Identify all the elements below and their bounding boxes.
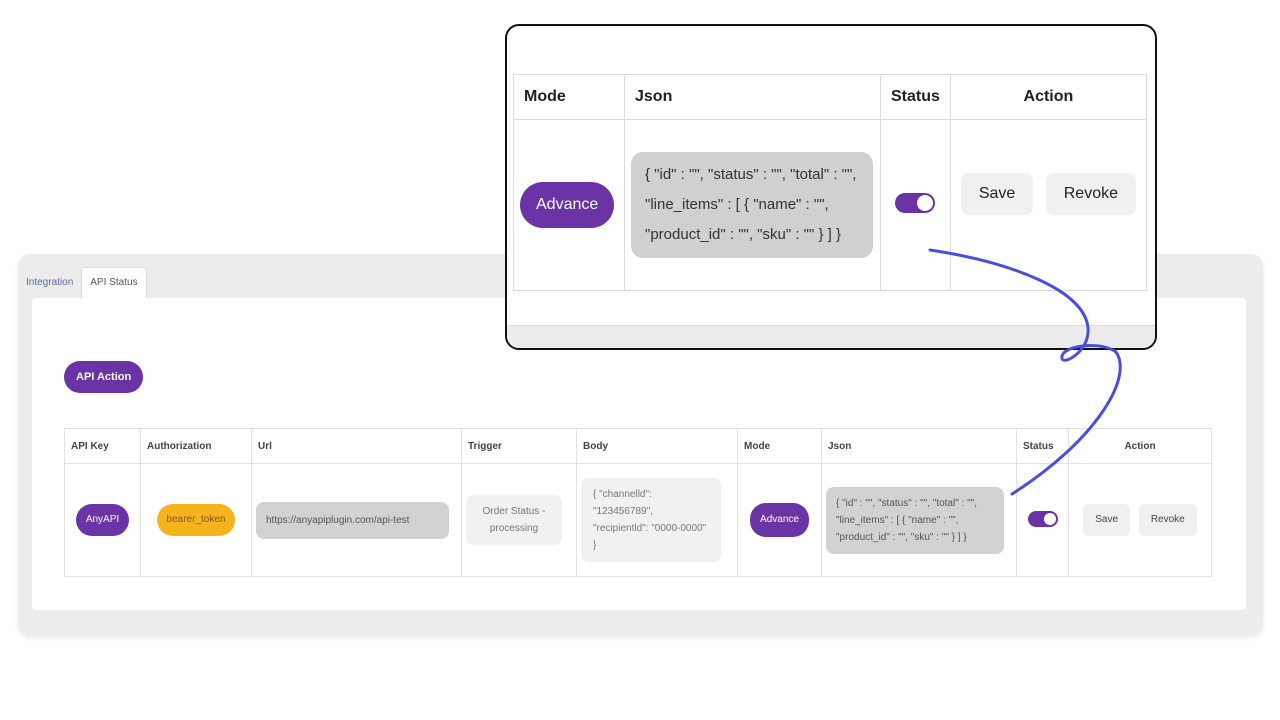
cell-url: https://anyapiplugin.com/api-test [251,463,462,577]
status-toggle[interactable] [1027,510,1058,527]
header-body: Body [576,428,738,464]
api-action-button[interactable]: API Action [64,361,144,393]
header-url: Url [251,428,462,464]
cell-api-key: AnyAPI [64,463,141,577]
revoke-button[interactable]: Revoke [1138,504,1197,536]
tab-integration[interactable]: Integration [26,277,74,288]
mode-button[interactable]: Advance [750,503,809,537]
cell-body: { "channelld": "123456789", "recipientld… [576,463,738,577]
cell-authorization: bearer_token [140,463,252,577]
cell-status [1016,463,1069,577]
zoom-revoke-button[interactable]: Revoke [1045,173,1136,215]
zoom-bottom-strip [507,325,1155,348]
header-authorization: Authorization [140,428,252,464]
zoom-table-row: Advance { "id" : "", "status" : "", "tot… [513,119,1147,291]
zoom-mode-button[interactable]: Advance [520,182,615,228]
cell-action: Save Revoke [1068,463,1212,577]
zoom-cell-action: Save Revoke [949,119,1147,291]
zoom-cell-mode: Advance [513,119,625,291]
zoom-cell-json: { "id" : "", "status" : "", "total" : ""… [624,119,881,291]
api-table: API Key Authorization Url Trigger Body M… [64,428,1212,577]
zoom-header-mode: Mode [513,74,625,120]
save-button[interactable]: Save [1083,504,1131,536]
api-key-badge[interactable]: AnyAPI [75,504,130,536]
tab-api-status[interactable]: API Status [81,267,147,298]
zoom-table: Mode Json Status Action Advance { "id" :… [513,74,1147,291]
zoom-callout: Mode Json Status Action Advance { "id" :… [505,24,1157,350]
url-value: https://anyapiplugin.com/api-test [256,501,449,539]
tab-bar: Integration API Status [18,262,147,298]
cell-trigger: Order Status - processing [461,463,577,577]
header-json: Json [821,428,1017,464]
trigger-value: Order Status - processing [466,495,562,545]
json-value: { "id" : "", "status" : "", "total" : ""… [826,486,1004,554]
cell-mode: Advance [737,463,822,577]
zoom-status-toggle[interactable] [895,192,936,213]
cell-json: { "id" : "", "status" : "", "total" : ""… [821,463,1017,577]
zoom-header-json: Json [624,74,881,120]
zoom-cell-status [880,119,951,291]
authorization-badge[interactable]: bearer_token [156,504,236,536]
zoom-header-action: Action [949,74,1147,120]
zoom-save-button[interactable]: Save [960,173,1034,215]
zoom-json-value: { "id" : "", "status" : "", "total" : ""… [631,152,873,258]
table-row: AnyAPI bearer_token https://anyapiplugin… [64,463,1212,577]
body-value: { "channelld": "123456789", "recipientld… [581,478,721,562]
